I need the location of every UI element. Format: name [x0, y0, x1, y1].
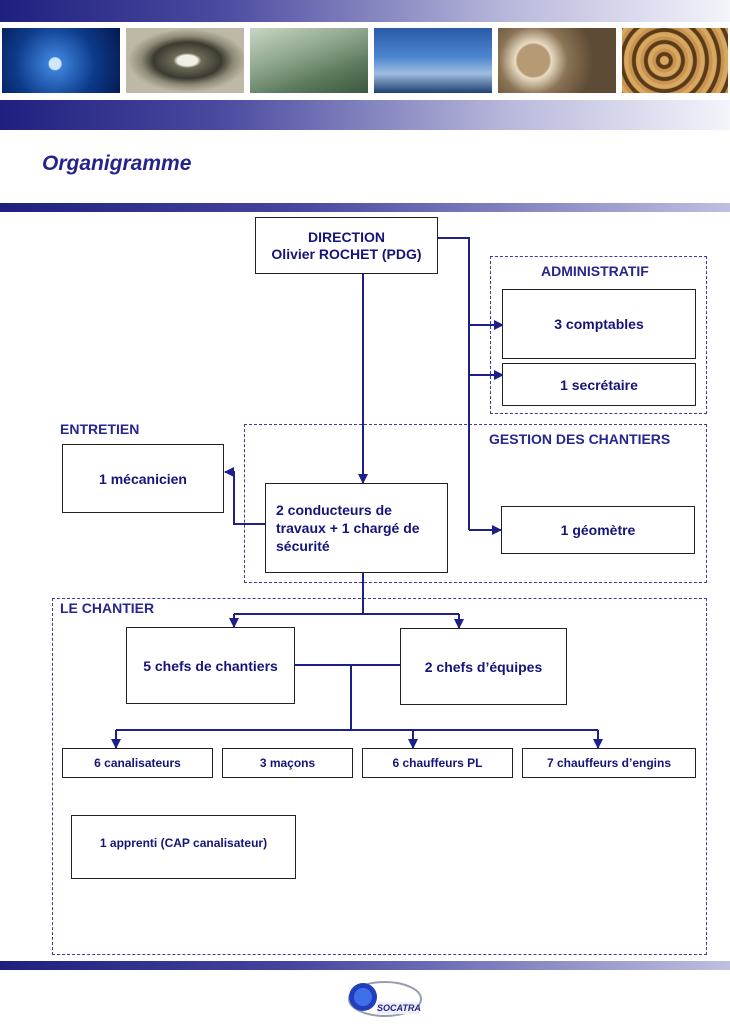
macons-box: 3 maçons	[222, 748, 353, 778]
bridge-photo	[250, 28, 368, 93]
page-title: Organigramme	[42, 152, 192, 175]
pipe-tunnel-photo	[126, 28, 244, 93]
chantier-group	[52, 598, 707, 955]
water-drop-photo	[2, 28, 120, 93]
administratif-group	[490, 256, 707, 414]
chauffeurs-pl-box: 6 chauffeurs PL	[362, 748, 513, 778]
comptables-box: 3 comptables	[502, 289, 696, 359]
entretien-label: ENTRETIEN	[60, 421, 140, 437]
company-logo: SOCATRA	[347, 979, 423, 1019]
gravel-texture-photo	[622, 28, 728, 93]
administratif-label: ADMINISTRATIF	[541, 263, 649, 279]
direction-box: DIRECTION Olivier ROCHET (PDG)	[255, 217, 438, 274]
chantier-label: LE CHANTIER	[60, 600, 155, 616]
chefs-equipes-box: 2 chefs d’équipes	[400, 628, 567, 705]
pipe-cross-section-photo	[498, 28, 616, 93]
header-top-stripe	[0, 0, 730, 22]
apprenti-box: 1 apprenti (CAP canalisateur)	[71, 815, 296, 879]
crane-photo	[374, 28, 492, 93]
secretaire-box: 1 secrétaire	[502, 363, 696, 406]
chauffeurs-engins-box: 7 chauffeurs d’engins	[522, 748, 696, 778]
logo-text: SOCATRA	[377, 1003, 421, 1013]
direction-name: Olivier ROCHET (PDG)	[271, 245, 422, 262]
title-divider	[0, 203, 730, 212]
header-bottom-stripe	[0, 100, 730, 130]
canalisateurs-box: 6 canalisateurs	[62, 748, 213, 778]
mecanicien-box: 1 mécanicien	[62, 444, 224, 513]
conducteurs-box: 2 conducteurs de travaux + 1 chargé de s…	[265, 483, 448, 573]
conducteurs-text: 2 conducteurs de travaux + 1 chargé de s…	[276, 502, 420, 554]
footer-divider	[0, 961, 730, 970]
direction-title: DIRECTION	[308, 228, 385, 245]
gestion-group	[244, 424, 707, 583]
gestion-label: GESTION DES CHANTIERS	[489, 431, 671, 447]
chefs-chantiers-box: 5 chefs de chantiers	[126, 627, 295, 704]
geometre-box: 1 géomètre	[501, 506, 695, 554]
